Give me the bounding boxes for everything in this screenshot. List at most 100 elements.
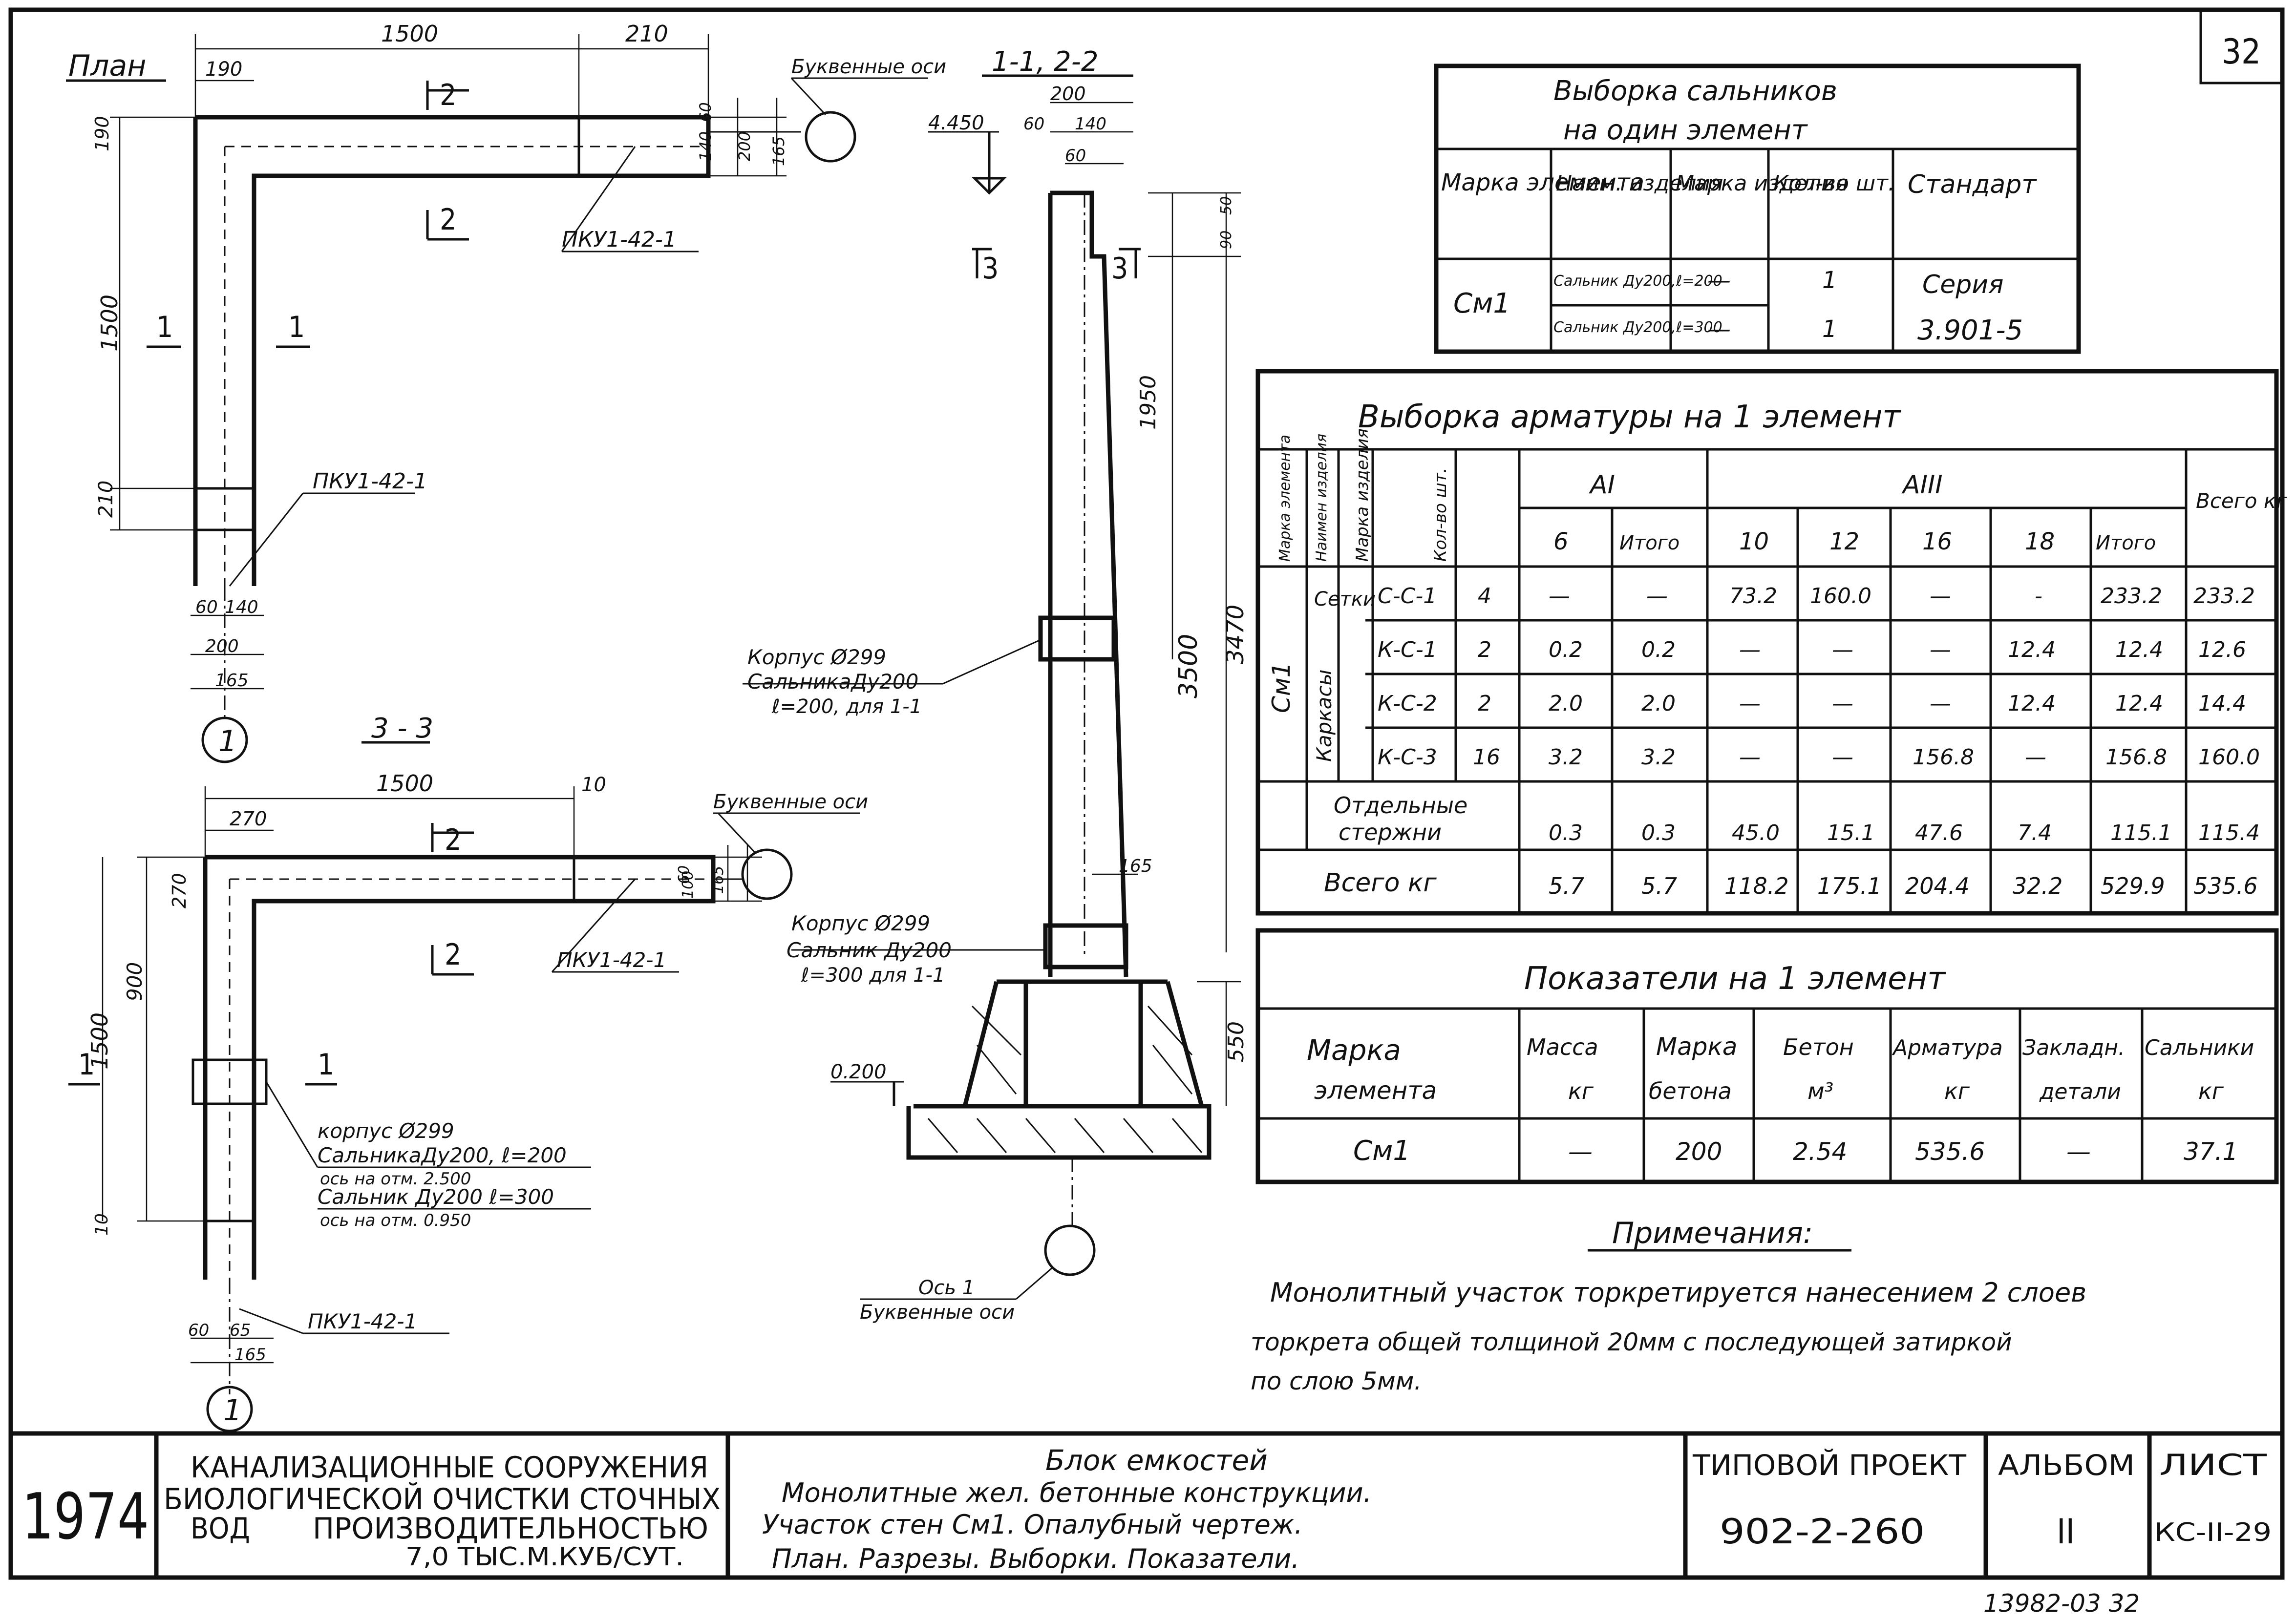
tb-org-3a: ВОД	[191, 1512, 250, 1546]
cell: 2	[1478, 637, 1491, 662]
s33-mark-2-mid: 2	[445, 938, 461, 972]
s33-korpus-line4: ось на отм. 0.950	[320, 1211, 471, 1230]
seals-head-name: Наим. изделия	[1556, 171, 1723, 196]
tb-org-3b: ПРОИЗВОДИТЕЛЬНОСТЬЮ	[313, 1512, 708, 1546]
cell: К-С-3	[1378, 745, 1437, 770]
rebar-cat-karkasy: Каркасы	[1312, 669, 1336, 762]
rebar-separate-label-1: Отдельные	[1334, 792, 1467, 819]
cell: —	[1549, 584, 1570, 609]
seals-mark: См1	[1453, 288, 1510, 319]
s11-axis-circle	[1044, 1224, 1096, 1276]
cell: 32.2	[2013, 873, 2062, 899]
plan-dim-210-top: 210	[625, 21, 668, 47]
cell: 233.2	[2193, 584, 2255, 609]
cell: —	[1930, 691, 1951, 716]
ind-head-mark-2: элемента	[1314, 1076, 1437, 1105]
rebar-cat-setki: Сетки	[1314, 588, 1376, 611]
s11-dim-60b: 60	[1065, 146, 1086, 166]
rebar-row-total: Всего кг 5.7 5.7 118.2 175.1 204.4 32.2 …	[1324, 868, 2258, 899]
ind-head-concmark-1: Марка	[1656, 1032, 1737, 1061]
s11-dim-50: 50	[1218, 196, 1235, 215]
cell: 73.2	[1729, 584, 1777, 609]
cell: 12.4	[2115, 637, 2163, 662]
rebar-separate-label-2: стержни	[1339, 819, 1442, 845]
tb-org-1: КАНАЛИЗАЦИОННЫЕ СООРУЖЕНИЯ	[191, 1451, 708, 1485]
tb-org-4: 7,0 ТЫС.М.КУБ/СУТ.	[405, 1542, 684, 1572]
ind-row-mass: —	[1568, 1137, 1593, 1166]
ind-row-rebar: 535.6	[1915, 1137, 1985, 1166]
rebar-row-2: К-С-1 2 0.2 0.2 — — — 12.4 12.4 12.6	[1378, 637, 2246, 662]
plan-dim-1500-left: 1500	[96, 295, 123, 352]
rebar-sub-6: 6	[1553, 528, 1569, 555]
tb-album-no: II	[2057, 1512, 2075, 1552]
cell: 115.1	[2110, 821, 2172, 845]
rebar-total-label: Всего кг	[1324, 868, 1437, 898]
cell: 45.0	[1732, 821, 1780, 845]
s11-elev-top: 4.450	[928, 112, 984, 134]
cell: 12.6	[2198, 637, 2246, 662]
cell: 156.8	[1913, 745, 1974, 770]
rebar-row-3: К-С-2 2 2.0 2.0 — — — 12.4 12.4 14.4	[1378, 691, 2246, 716]
cell: 2.0	[1641, 691, 1676, 716]
ind-head-embedded-1: Закладн.	[2022, 1035, 2125, 1060]
seals-title-1: Выборка сальников	[1553, 75, 1837, 107]
cell: 7.4	[2018, 821, 2052, 845]
seals-row2-name: Сальник Ду200,ℓ=300	[1553, 319, 1722, 336]
cell: —	[1930, 637, 1951, 662]
cell: 529.9	[2101, 873, 2165, 899]
cell: -	[2035, 584, 2042, 609]
s11-sleeve-bottom	[1043, 923, 1128, 969]
cell: 160.0	[1810, 584, 1871, 609]
sheet-number: 32	[2222, 32, 2261, 72]
tb-sheet-code: КС-II-29	[2154, 1518, 2272, 1547]
s33-dim-10-top: 10	[581, 774, 606, 796]
s33-dim-1500-top: 1500	[376, 770, 433, 797]
s11-korpus1-line2: ℓ=200, для 1-1	[771, 695, 922, 718]
s11-dim-90: 90	[1218, 231, 1235, 249]
plan-section-mark-1-right: 1	[288, 310, 305, 344]
tb-project-no: 902-2-260	[1720, 1512, 1925, 1552]
plan-dim-165: 165	[215, 671, 249, 691]
ind-head-concrete-2: м³	[1807, 1078, 1833, 1104]
plan-section-mark-1-left: 1	[156, 310, 173, 344]
tb-org-2: БИОЛОГИЧЕСКОЙ ОЧИСТКИ СТОЧНЫХ	[164, 1481, 721, 1516]
s11-korpus1-title: Корпус Ø299	[747, 645, 886, 669]
rebar-head-mark: Марка изделия	[1353, 428, 1372, 562]
rebar-row-separate: Отдельные стержни 0.3 0.3 45.0 15.1 47.6…	[1334, 792, 2260, 845]
seals-standard-1: Серия	[1922, 270, 2003, 299]
rebar-head-elem: Марка элемента	[1276, 435, 1294, 562]
rebar-subheaders: 6 Итого 10 12 16 18 Итого	[1553, 528, 2156, 555]
plan-pku-top-label: ПКУ1-42-1	[562, 227, 677, 252]
s33-dim-270-top: 270	[230, 808, 267, 830]
tb-desc-2: Монолитные жел. бетонные конструкции.	[782, 1477, 1372, 1508]
sheet-number-box: 32	[2199, 8, 2284, 84]
tb-sheet-label: ЛИСТ	[2159, 1448, 2268, 1482]
plan-dim-200: 200	[205, 636, 239, 656]
s33-axis-1-label: 1	[223, 1393, 242, 1428]
rebar-sub-itogo1: Итого	[1619, 532, 1679, 554]
cell: 12.4	[2115, 691, 2163, 716]
cell: —	[1739, 691, 1761, 716]
section33-title: 3 - 3	[371, 713, 433, 744]
s33-dim-60-bottom: 60	[188, 1321, 209, 1340]
notes-line-3: по слою 5мм.	[1251, 1367, 1422, 1395]
s11-korpus2-line2: ℓ=300 для 1-1	[801, 964, 945, 987]
s33-pku-right-label: ПКУ1-42-1	[557, 948, 666, 972]
plan-section-mark-2-mid: 2	[440, 203, 456, 237]
notes-title: Примечания:	[1612, 1216, 1813, 1250]
s11-footing	[906, 979, 1212, 1160]
s33-axis-label: Буквенные оси	[713, 791, 868, 813]
tb-project-label: ТИПОВОЙ ПРОЕКТ	[1692, 1448, 1967, 1482]
tb-desc-1: Блок емкостей	[1045, 1444, 1268, 1477]
s11-mark-3-left: 3	[982, 252, 999, 286]
tb-desc-3: Участок стен См1. Опалубный чертеж.	[762, 1509, 1303, 1540]
rebar-sub-16: 16	[1922, 528, 1952, 555]
cell: 156.8	[2105, 745, 2167, 770]
cell: 160.0	[2198, 745, 2260, 770]
cell: 16	[1473, 745, 1500, 770]
ind-head-concmark-2: бетона	[1649, 1078, 1732, 1104]
plan-dim-140-right: 140	[696, 131, 715, 161]
plan-view: План 1500 210 190 190 1500 210 60 140 20…	[66, 21, 946, 763]
ind-row-mark: См1	[1353, 1135, 1410, 1167]
s11-mark-3-right: 3	[1111, 252, 1128, 286]
